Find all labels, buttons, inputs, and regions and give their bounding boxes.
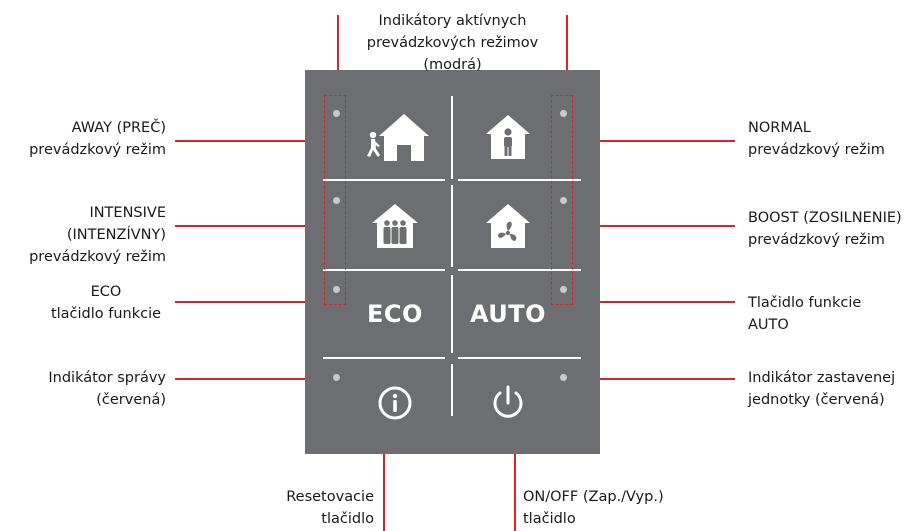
normal-mode-button[interactable]	[458, 98, 558, 176]
callout-line-reset	[383, 454, 385, 531]
horizontal-divider-3-left	[323, 357, 445, 359]
label-boost: BOOST (ZOSILNENIE) prevádzkový režim	[748, 210, 902, 248]
label-eco-function: ECO tlačidlo funkcie	[50, 284, 162, 322]
message-indicator-led	[333, 374, 340, 381]
onoff-button[interactable]	[458, 364, 558, 442]
boost-mode-led	[560, 197, 567, 204]
callout-line-stopped	[570, 378, 735, 380]
away-mode-led	[333, 110, 340, 117]
callout-line-auto	[578, 301, 735, 303]
auto-led	[560, 286, 567, 293]
control-panel: ECO AUTO	[305, 70, 600, 454]
label-reset-button: Resetovacie tlačidlo	[286, 489, 374, 527]
group-house-icon	[372, 204, 418, 248]
callout-line-away	[175, 140, 325, 142]
intensive-mode-led	[333, 197, 340, 204]
callout-line-indicators-left	[337, 15, 339, 95]
callout-line-eco	[175, 301, 325, 303]
callout-line-message	[175, 378, 333, 380]
label-stopped-indicator: Indikátor zastavenej jednotky (červená)	[748, 370, 896, 408]
away-mode-button[interactable]	[345, 98, 445, 176]
horizontal-divider-3-right	[458, 357, 581, 359]
label-away: AWAY (PREČ) prevádzkový režim	[29, 120, 166, 158]
fan-house-icon	[486, 204, 530, 248]
normal-mode-led	[560, 110, 567, 117]
callout-line-indicators-right	[566, 15, 568, 95]
walking-person-house-icon	[367, 114, 429, 161]
auto-function-button[interactable]: AUTO	[469, 300, 547, 328]
callout-line-boost	[578, 225, 735, 227]
label-indicators: Indikátory aktívnych prevádzkových režim…	[366, 13, 539, 73]
callout-line-intensive	[175, 225, 325, 227]
vertical-divider-bottom	[451, 364, 453, 416]
stopped-unit-led	[560, 374, 567, 381]
power-icon	[493, 385, 523, 418]
intensive-mode-button[interactable]	[345, 185, 445, 267]
label-auto-function: Tlačidlo funkcie AUTO	[748, 295, 862, 333]
vertical-divider-top	[451, 96, 453, 179]
label-onoff-button: ON/OFF (Zap./Vyp.) tlačidlo	[523, 489, 664, 527]
label-normal: NORMAL prevádzkový režim	[748, 120, 885, 158]
horizontal-divider-1-left	[323, 179, 445, 181]
label-message-indicator: Indikátor správy (červená)	[48, 370, 166, 408]
horizontal-divider-2-left	[323, 269, 445, 271]
vertical-divider-eco-auto	[451, 275, 453, 353]
person-house-icon	[486, 115, 530, 159]
callout-line-normal	[578, 140, 735, 142]
indicator-group-left	[324, 95, 346, 305]
boost-mode-button[interactable]	[458, 185, 558, 267]
eco-function-button[interactable]: ECO	[367, 300, 423, 328]
horizontal-divider-1-right	[458, 179, 581, 181]
eco-led	[333, 286, 340, 293]
callout-line-onoff	[514, 454, 516, 531]
horizontal-divider-2-right	[458, 269, 581, 271]
info-icon	[378, 386, 412, 420]
label-intensive: INTENSIVE (INTENZÍVNY) prevádzkový režim	[29, 205, 166, 265]
reset-button[interactable]	[345, 364, 445, 442]
vertical-divider-mid	[451, 185, 453, 267]
indicator-group-right	[551, 95, 573, 305]
